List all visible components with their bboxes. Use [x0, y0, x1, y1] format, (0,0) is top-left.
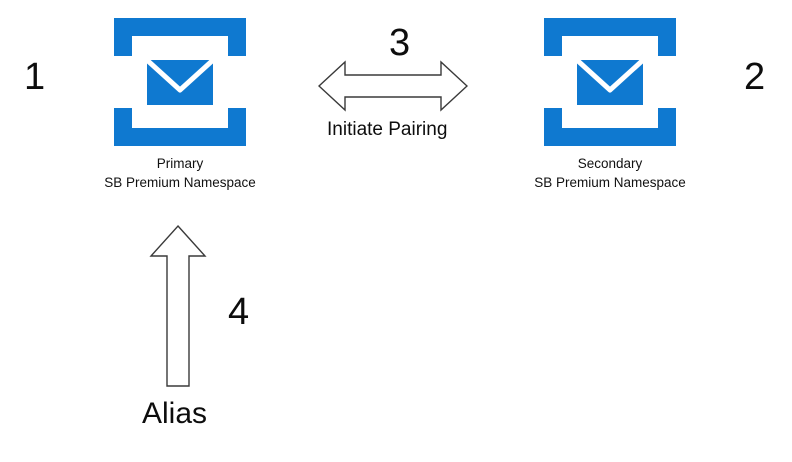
connector-label-alias: Alias [142, 397, 208, 430]
namespace-mail-icon [114, 18, 246, 146]
namespace-name-primary: Primary [156, 156, 204, 171]
step-number-2: 2 [744, 56, 766, 98]
connector-label-initiate-pairing: Initiate Pairing [327, 119, 448, 140]
arrow-up-icon [149, 224, 207, 387]
namespace-caption-primary: Primary SB Premium Namespace [60, 154, 300, 192]
step-number-4: 4 [228, 291, 250, 333]
namespace-mail-icon [544, 18, 676, 146]
namespace-type-secondary: SB Premium Namespace [534, 175, 686, 190]
step-number-1: 1 [24, 56, 46, 98]
namespace-type-primary: SB Premium Namespace [104, 175, 256, 190]
namespace-node-primary[interactable]: Primary SB Premium Namespace [60, 18, 300, 192]
double-arrow-horizontal-icon [318, 60, 468, 112]
namespace-caption-secondary: Secondary SB Premium Namespace [490, 154, 730, 192]
namespace-name-secondary: Secondary [577, 156, 643, 171]
namespace-node-secondary[interactable]: Secondary SB Premium Namespace [490, 18, 730, 192]
step-number-3: 3 [389, 22, 411, 64]
